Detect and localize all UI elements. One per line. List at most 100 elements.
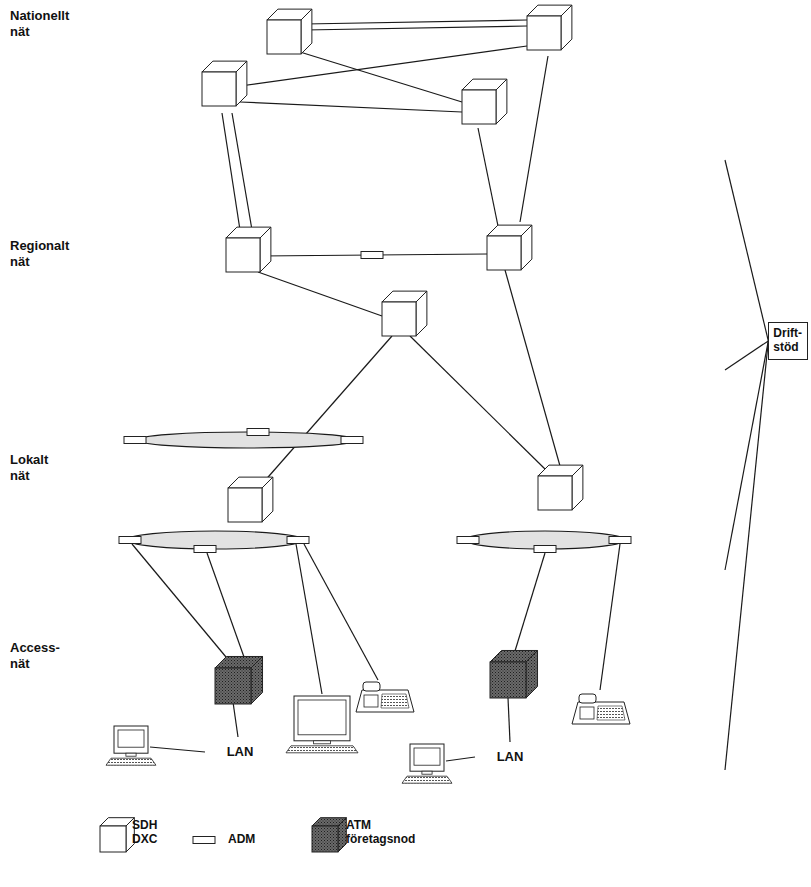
cube-side (521, 225, 532, 270)
link-line (508, 698, 510, 742)
monitor (114, 726, 148, 753)
management-link (725, 341, 768, 370)
network-layer: Regionalt nät (10, 238, 755, 370)
layer-plane (10, 640, 755, 770)
handset (579, 694, 596, 703)
link-line (505, 270, 560, 466)
cube-front (202, 72, 236, 106)
sdh-dxc-symbol (202, 61, 247, 106)
sdh-dxc-symbol (267, 9, 312, 54)
link-line (600, 544, 620, 690)
link-line (132, 544, 226, 657)
cube-side (561, 5, 572, 50)
atm-node-symbol (490, 650, 538, 698)
phone-display (580, 707, 594, 719)
management-link (725, 341, 768, 570)
layer-plane (10, 452, 755, 570)
link-line (300, 52, 462, 102)
link-line (478, 128, 498, 226)
adm-symbol (457, 537, 479, 544)
adm-symbol (609, 537, 631, 544)
network-layer: Access-nätLAN LAN (10, 640, 755, 770)
adm-symbol (534, 546, 556, 553)
legend-label: ATM företagsnod (346, 818, 415, 847)
cube-side (416, 291, 427, 336)
cube-front (490, 662, 526, 698)
phone-icon (356, 682, 414, 712)
phone-body (356, 690, 414, 712)
keyboard (286, 746, 358, 753)
lan-label: LAN (227, 744, 254, 760)
adm-symbol (124, 437, 146, 444)
keypad (381, 694, 409, 708)
link-line (305, 26, 527, 30)
layer-outline (10, 650, 755, 770)
layer-outline (10, 240, 755, 370)
adm-symbol (341, 437, 363, 444)
link-line (207, 553, 244, 657)
cube-front (228, 488, 262, 522)
drift-box: Drift-stöd (768, 322, 808, 360)
cube-front (487, 236, 521, 270)
cube-front (215, 668, 251, 704)
atm-node-symbol (215, 656, 263, 704)
layer-label: Access-nät (10, 640, 60, 671)
cube-side (301, 9, 312, 54)
adm-symbol (361, 252, 383, 259)
adm-symbol (119, 537, 141, 544)
link-line (520, 56, 548, 222)
layer-label: Nationellt nät (10, 8, 69, 39)
sdh-dxc-symbol (382, 291, 427, 336)
link-line (233, 702, 238, 737)
link-line (222, 113, 240, 230)
cube-front (538, 476, 572, 510)
cube-front (462, 90, 496, 124)
link-line (262, 336, 392, 484)
keyboard (402, 776, 452, 783)
cube-front (382, 302, 416, 336)
adm-symbol (194, 546, 216, 553)
computer-icon (286, 696, 358, 753)
link-line (446, 757, 475, 761)
link-line (296, 544, 322, 694)
phone-display (364, 695, 378, 707)
phone-body (572, 702, 630, 724)
phone-icon (572, 694, 630, 724)
monitor-stand (422, 771, 432, 774)
sdh-dxc-symbol (228, 477, 273, 522)
lan-ellipse-shape (206, 738, 274, 766)
layer-label: Regionalt nät (10, 238, 69, 269)
lan-ellipse: LAN (205, 737, 275, 767)
sdh-dxc-symbol (538, 465, 583, 510)
network-drawing (100, 5, 631, 852)
adm-symbol (287, 537, 309, 544)
cube-front (312, 826, 338, 852)
sdh-dxc-symbol (462, 79, 507, 124)
sdh-dxc-symbol (226, 227, 271, 272)
cube-front (267, 20, 301, 54)
sdh-dxc-symbol (527, 5, 572, 50)
legend-swatches (100, 818, 346, 852)
lan-label: LAN (497, 749, 524, 765)
network-layer: Lokalt nät (10, 452, 755, 570)
cube-side (251, 656, 263, 704)
legend-label: ADM (228, 832, 255, 846)
link-line (410, 336, 546, 470)
cube-front (527, 16, 561, 50)
cube-side (236, 61, 247, 106)
link-line (304, 544, 378, 680)
sdh-dxc-symbol (100, 818, 134, 852)
cube-front (100, 826, 126, 852)
layer-outline (10, 30, 755, 160)
legend-label: SDH DXC (132, 818, 157, 847)
layer-plane (10, 8, 755, 160)
management-link (725, 160, 768, 341)
adm-symbol (193, 837, 215, 844)
screen (414, 748, 440, 765)
cube-side (526, 650, 538, 698)
layer-outline (10, 455, 755, 570)
link-line (258, 272, 382, 316)
sdh-dxc-symbol (487, 225, 532, 270)
link-line (240, 102, 462, 112)
